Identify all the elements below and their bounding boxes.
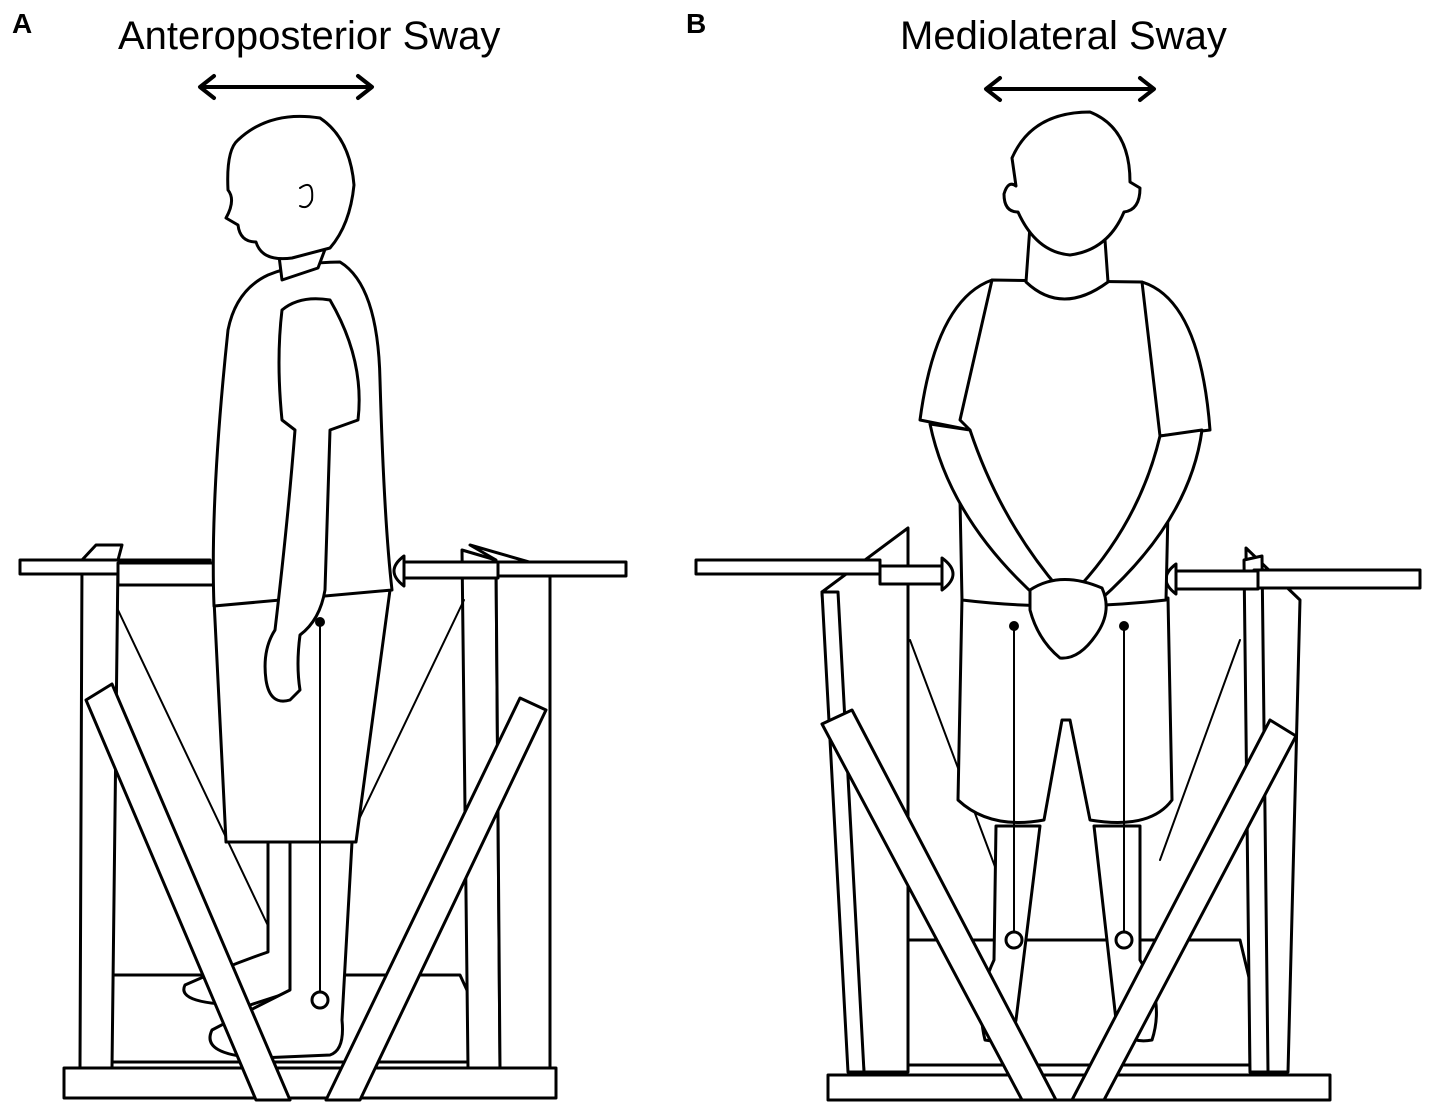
panel-b-letter: B bbox=[686, 8, 707, 39]
marker-dot-icon bbox=[1009, 621, 1019, 631]
sensor-circle-icon bbox=[310, 990, 330, 1010]
person-front-view bbox=[918, 110, 1212, 1043]
panel-a-title: Anteroposterior Sway bbox=[118, 14, 501, 58]
double-headed-arrow-icon bbox=[984, 76, 1156, 102]
person-side-view bbox=[182, 114, 394, 1060]
panel-a-illustration bbox=[18, 74, 628, 1102]
panel-b-illustration bbox=[694, 76, 1422, 1102]
panel-b-title: Mediolateral Sway bbox=[900, 14, 1227, 58]
sensor-circle-icon bbox=[1114, 930, 1134, 950]
double-headed-arrow-icon bbox=[198, 74, 374, 100]
front-braces-a bbox=[84, 682, 548, 1102]
marker-dot-icon bbox=[1119, 621, 1129, 631]
platform-frame-b bbox=[694, 526, 1422, 1102]
front-braces-b bbox=[820, 708, 1298, 1102]
sensor-circle-icon bbox=[1004, 930, 1024, 950]
marker-dot-icon bbox=[315, 617, 325, 627]
panel-a-letter: A bbox=[12, 8, 33, 39]
